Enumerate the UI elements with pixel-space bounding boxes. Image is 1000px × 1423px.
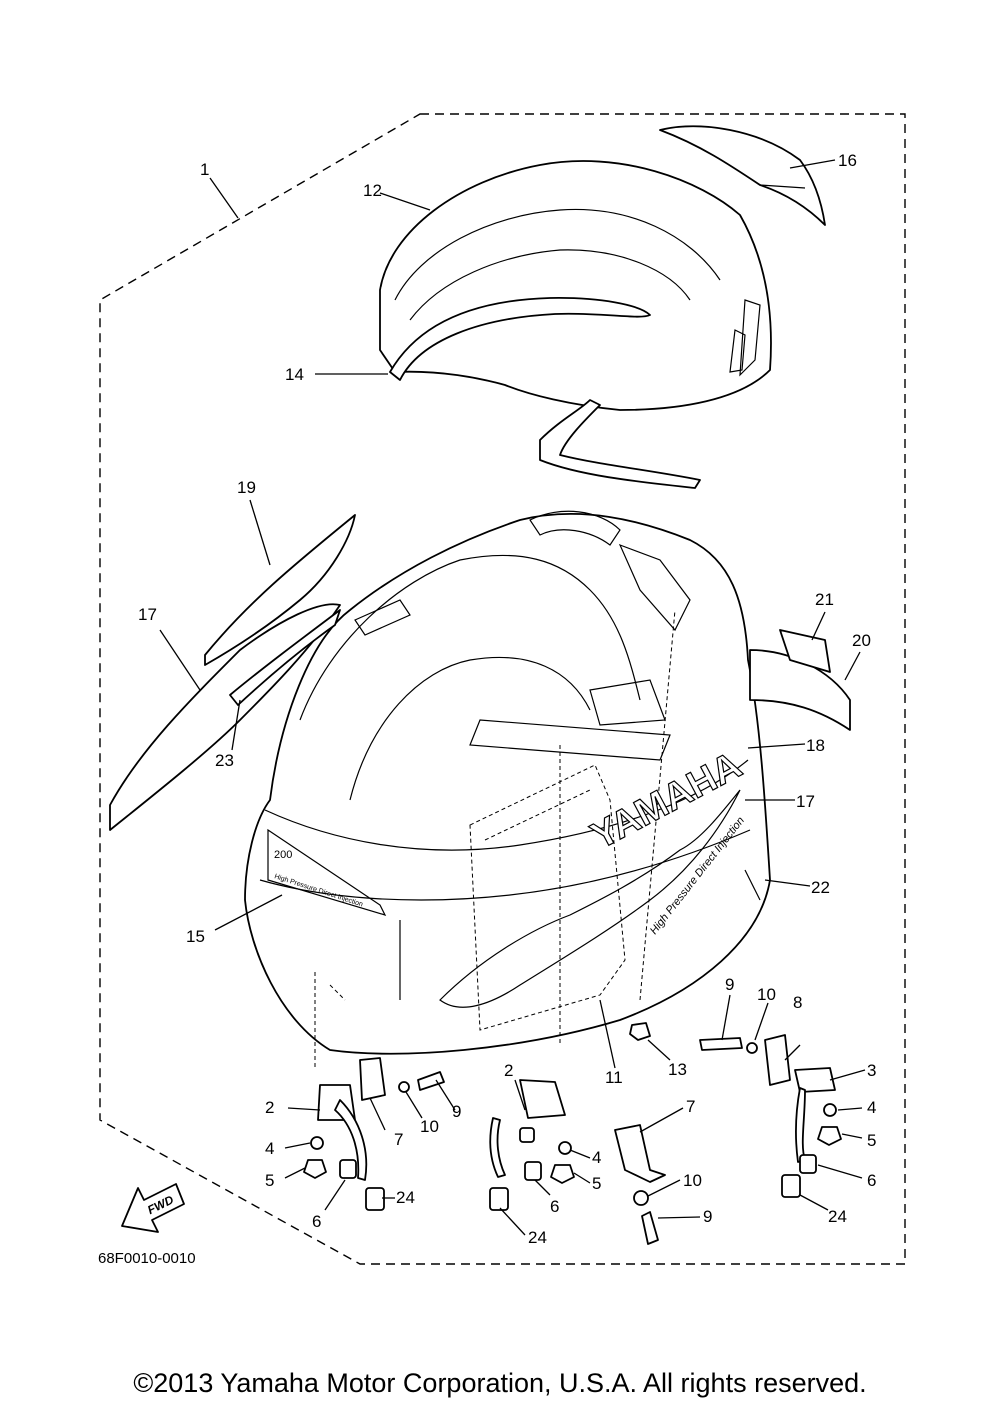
- hidden-inner-lines: [314, 609, 676, 1070]
- part-23-left-stripe: [229, 609, 341, 706]
- callout-12: 12: [363, 181, 382, 200]
- callout-6-center: 6: [550, 1197, 559, 1216]
- callout-20: 20: [852, 631, 871, 650]
- callout-4-right: 4: [867, 1098, 876, 1117]
- callout-17-left: 17: [138, 605, 157, 624]
- part-16-top-trim: [659, 125, 826, 226]
- part-21-right-badge: [779, 629, 831, 673]
- part-14-seal-lower: [539, 399, 701, 489]
- callout-8: 8: [793, 993, 802, 1012]
- callout-14: 14: [285, 365, 304, 384]
- callout-10-center: 10: [683, 1171, 702, 1190]
- callout-24-left: 24: [396, 1188, 415, 1207]
- callout-4-center: 4: [592, 1148, 601, 1167]
- callout-13: 13: [668, 1060, 687, 1079]
- callout-9-left: 9: [452, 1102, 461, 1121]
- callout-7-center: 7: [686, 1097, 695, 1116]
- callout-15: 15: [186, 927, 205, 946]
- callout-23: 23: [215, 751, 234, 770]
- callout-24-right: 24: [828, 1207, 847, 1226]
- part-12-top-panel: [379, 160, 772, 411]
- drawing-code: 68F0010-0010: [98, 1250, 196, 1267]
- callout-1: 1: [200, 160, 209, 179]
- part-19-left-stripe: [204, 514, 356, 666]
- callout-10-right: 10: [757, 985, 776, 1004]
- callout-2-center: 2: [504, 1061, 513, 1080]
- callout-5-left: 5: [265, 1171, 274, 1190]
- parts-diagram: 200 High Pressure Direct Injection YAMAH…: [98, 113, 906, 1267]
- callout-17-right: 17: [796, 792, 815, 811]
- assembly-boundary: [99, 113, 906, 1265]
- callout-22: 22: [811, 878, 830, 897]
- part-14-seal: [389, 297, 651, 381]
- hinge-left: [303, 1057, 445, 1211]
- callout-5-center: 5: [592, 1174, 601, 1193]
- callout-3: 3: [867, 1061, 876, 1080]
- callout-21: 21: [815, 590, 834, 609]
- part-11-cowling: [244, 510, 771, 1055]
- callout-19: 19: [237, 478, 256, 497]
- callout-2-left: 2: [265, 1098, 274, 1117]
- callout-16: 16: [838, 151, 857, 170]
- callout-5-right: 5: [867, 1131, 876, 1150]
- callout-10-left: 10: [420, 1117, 439, 1136]
- callout-24-center: 24: [528, 1228, 547, 1247]
- callout-4-left: 4: [265, 1139, 274, 1158]
- hinge-center: [489, 1022, 666, 1245]
- callout-6-left: 6: [312, 1212, 321, 1231]
- copyright-notice: ©2013 Yamaha Motor Corporation, U.S.A. A…: [133, 1368, 867, 1398]
- fwd-arrow-icon: FWD: [121, 1183, 185, 1233]
- callout-6-right: 6: [867, 1171, 876, 1190]
- callout-18: 18: [806, 736, 825, 755]
- callout-11: 11: [605, 1068, 623, 1087]
- decal-model-text: 200: [274, 849, 292, 861]
- leader-lines: [159, 159, 866, 1236]
- callout-7-left: 7: [394, 1130, 403, 1149]
- callout-9-right: 9: [725, 975, 734, 994]
- part-callouts: 1 12 16 14 19 17 23 21 20 18 17 22 15 11…: [138, 151, 876, 1247]
- hinge-right: [699, 1034, 842, 1198]
- callout-9-center: 9: [703, 1207, 712, 1226]
- flame-graphic: [439, 789, 741, 1008]
